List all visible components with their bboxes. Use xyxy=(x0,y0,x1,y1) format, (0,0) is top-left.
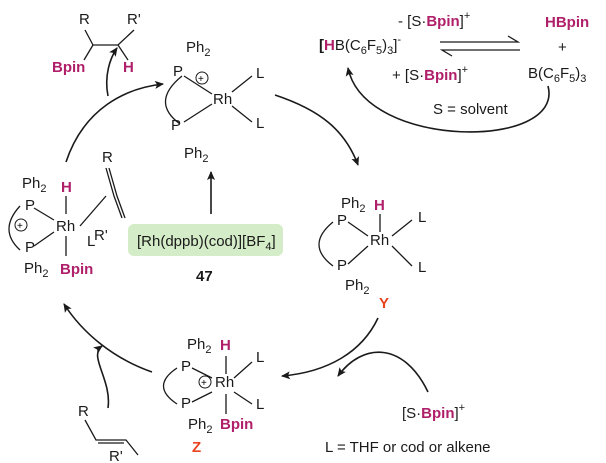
y-metal-bonds xyxy=(347,214,413,267)
alkene-r-prime-label: R' xyxy=(109,448,123,463)
cycle-arrow-y-to-z xyxy=(281,317,379,380)
product-h-bond xyxy=(117,44,129,61)
left-cation-plus: + xyxy=(17,221,23,232)
y-ph2-top: Ph2 xyxy=(341,195,365,215)
cat-p-top: P xyxy=(173,63,183,80)
z-chelate-arc xyxy=(162,367,178,405)
z-cation-plus: + xyxy=(201,378,207,389)
left-p-top: P xyxy=(25,197,35,214)
equilibrium-plus: + xyxy=(558,39,567,56)
z-ph2-top: Ph2 xyxy=(187,336,211,356)
precursor-group: [Rh(dppb)(cod)][BF4] 47 xyxy=(128,171,283,285)
alkene-rh-complex: Ph2 H P + Rh L P Ph2 Bpin R R' xyxy=(8,149,126,280)
product-bpin-label: Bpin xyxy=(52,59,85,76)
ligand-definition: L = THF or cod or alkene xyxy=(325,439,491,456)
intermediate-z: Ph2 H P L + Rh L P Ph2 Bpin Z xyxy=(162,336,264,456)
y-l-bottom: L xyxy=(418,259,426,276)
equilibrium-forward-arrow xyxy=(440,35,521,43)
z-l-top: L xyxy=(256,349,264,366)
cat-l-bottom: L xyxy=(256,115,264,132)
borane-equilibrium: [HB(C6F5)3]- - [S·Bpin]+ + [S·Bpin]+ HBp… xyxy=(319,10,589,133)
incoming-alkene: R R' xyxy=(78,403,139,463)
left-ph2-top: Ph2 xyxy=(22,175,46,195)
precursor-number: 47 xyxy=(196,268,213,285)
left-alkene-r: R xyxy=(102,149,113,166)
left-ph2-bottom: Ph2 xyxy=(24,260,48,280)
left-l-label: L xyxy=(87,233,95,250)
alkene-entry-arrow xyxy=(93,345,110,409)
y-p-bottom: P xyxy=(337,257,347,274)
sbpin-reagent: [S·Bpin]+ xyxy=(402,402,465,422)
product-alkylboronate: R R' Bpin H xyxy=(52,11,141,76)
cat-cation-plus: + xyxy=(198,74,204,85)
precursor-highlight xyxy=(128,224,283,256)
left-alkene-r-prime: R' xyxy=(94,227,108,244)
y-rh-label: Rh xyxy=(370,232,389,249)
equilibrium-forward-label: - [S·Bpin]+ xyxy=(398,10,470,30)
intermediate-y: Ph2 P H L Rh L P Ph2 Y xyxy=(318,195,426,312)
z-metal-bonds xyxy=(191,356,253,414)
left-bpin-label: Bpin xyxy=(60,261,93,278)
product-h-label: H xyxy=(123,59,134,76)
y-p-top: P xyxy=(337,212,347,229)
left-metal-alkene-bonds xyxy=(33,167,126,256)
left-cation-charge xyxy=(14,218,28,232)
cycle-arrow-z-to-left xyxy=(63,303,153,373)
z-ph2-bottom: Ph2 xyxy=(188,416,212,436)
left-h-label: H xyxy=(61,179,72,196)
intermediate-z-label: Z xyxy=(192,439,201,456)
cycle-arrow-left-to-cat xyxy=(65,80,164,163)
left-rh-label: Rh xyxy=(56,218,75,235)
z-h-label: H xyxy=(220,337,231,354)
left-chelate-arc xyxy=(8,205,21,251)
alkene-bonds xyxy=(84,419,139,456)
y-h-label: H xyxy=(374,197,385,214)
y-l-top: L xyxy=(418,209,426,226)
intermediate-y-label: Y xyxy=(379,295,389,312)
active-rh-catalyst: Ph2 P + Rh P Ph2 L L xyxy=(164,39,264,165)
cat-metal-bonds xyxy=(183,75,253,123)
left-p-bottom: P xyxy=(25,239,35,256)
cycle-arrow-cat-to-y xyxy=(274,94,359,166)
cat-ph2-bottom: Ph2 xyxy=(184,145,208,165)
cat-chelate-arc xyxy=(164,75,183,125)
hydroborate-anion: [HB(C6F5)3]- xyxy=(319,34,401,57)
z-p-top: P xyxy=(181,358,191,375)
cat-rh-label: Rh xyxy=(213,91,232,108)
borane-return-arrow xyxy=(345,67,550,133)
product-backbone-bond xyxy=(84,29,135,46)
z-bpin-label: Bpin xyxy=(220,416,253,433)
cat-p-bottom: P xyxy=(171,117,181,134)
product-r-label: R xyxy=(79,11,90,28)
equilibrium-reverse-arrow xyxy=(439,49,520,57)
cat-l-top: L xyxy=(256,65,264,82)
product-r-prime-label: R' xyxy=(127,11,141,28)
equilibrium-reverse-label: + [S·Bpin]+ xyxy=(392,64,468,84)
precursor-formula: [Rh(dppb)(cod)][BF4] xyxy=(137,233,276,253)
tris-pentafluorophenyl-borane: B(C6F5)3 xyxy=(528,65,586,85)
z-rh-label: Rh xyxy=(215,374,234,391)
z-cation-charge xyxy=(198,375,212,389)
product-release-arrow xyxy=(105,47,118,97)
sbpin-entry-arrow xyxy=(337,351,429,393)
y-chelate-arc xyxy=(318,221,334,267)
hbpin-label: HBpin xyxy=(545,14,589,31)
cat-ph2-top: Ph2 xyxy=(186,39,210,59)
z-p-bottom: P xyxy=(181,395,191,412)
y-ph2-bottom: Ph2 xyxy=(345,277,369,297)
z-l-bottom: L xyxy=(256,396,264,413)
product-bpin-bond xyxy=(83,44,94,61)
cat-cation-charge xyxy=(195,71,209,85)
solvent-definition: S = solvent xyxy=(433,101,508,118)
alkene-r-label: R xyxy=(78,403,89,420)
